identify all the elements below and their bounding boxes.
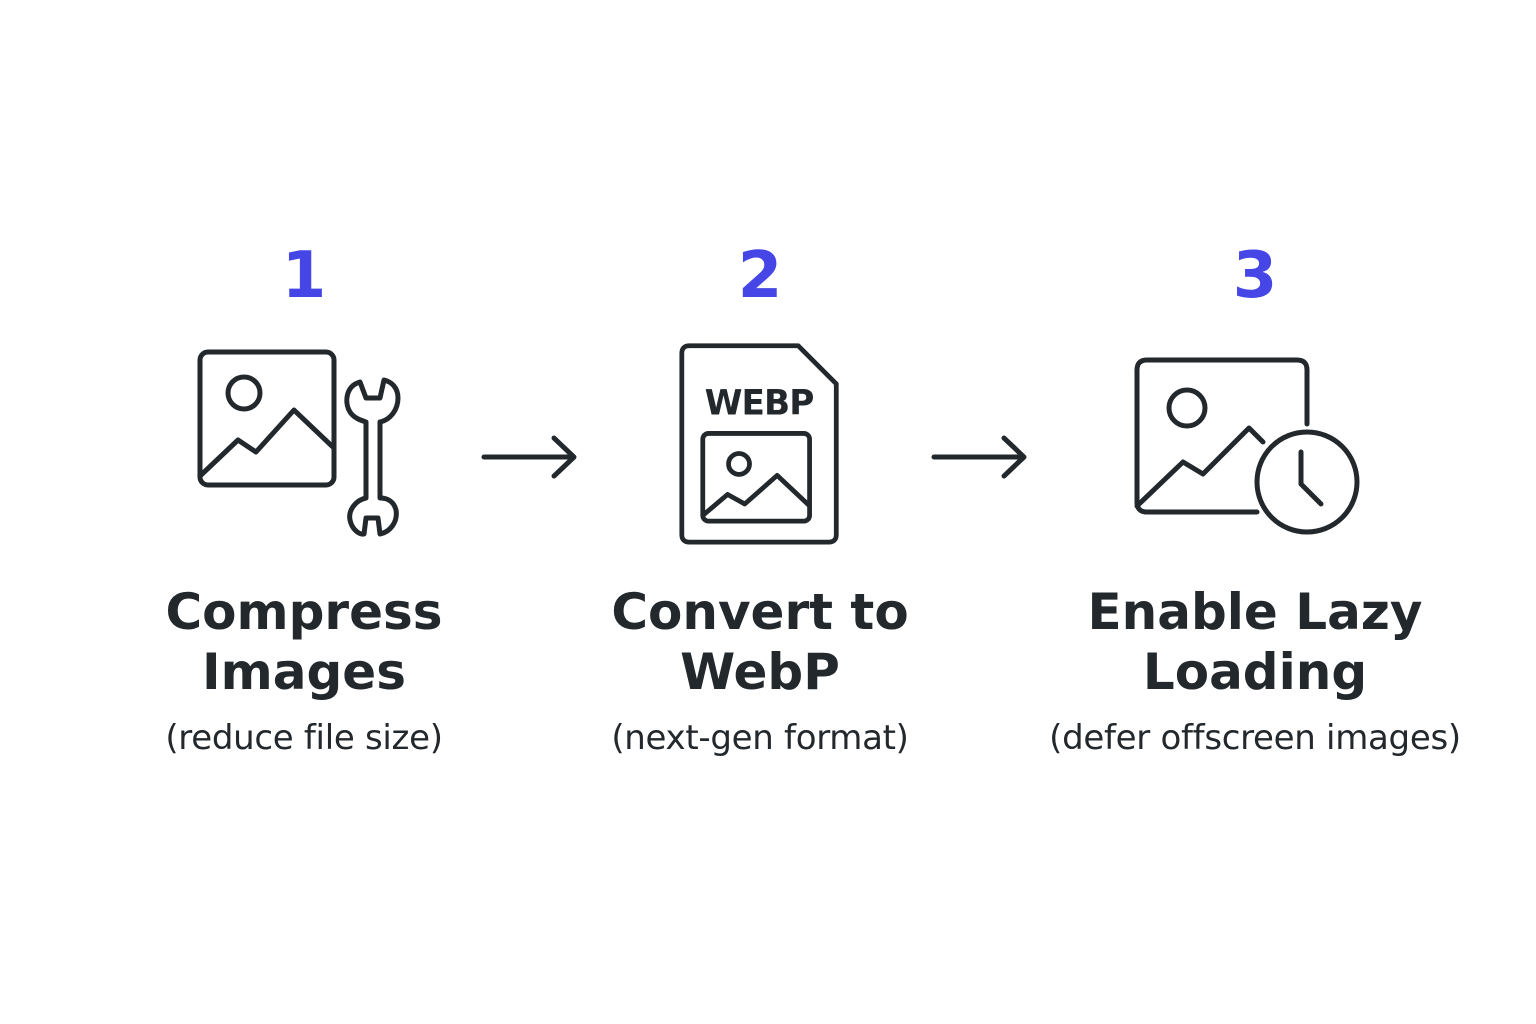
webp-file-label: WEBP bbox=[705, 383, 814, 423]
step-title-line-1: Enable Lazy bbox=[1087, 583, 1423, 641]
step-number: 2 bbox=[737, 239, 783, 313]
step-subtitle: (reduce file size) bbox=[165, 718, 443, 758]
step-title-line-1: Convert to bbox=[611, 583, 909, 641]
wrench-icon bbox=[344, 377, 401, 537]
step-subtitle: (next-gen format) bbox=[611, 718, 909, 758]
step-number: 1 bbox=[281, 239, 327, 313]
step-number: 3 bbox=[1232, 239, 1278, 313]
clock-icon bbox=[1254, 429, 1360, 535]
image-icon bbox=[1134, 357, 1310, 515]
step-title: Convert to WebP bbox=[540, 582, 980, 702]
step-title: Enable Lazy Loading bbox=[1035, 582, 1475, 702]
step-2: 2 WEBP Convert to WebP (next-gen format) bbox=[540, 0, 980, 1024]
arrow-right-icon bbox=[481, 435, 577, 479]
step-subtitle: (defer offscreen images) bbox=[1049, 718, 1461, 758]
step-title-line-1: Compress bbox=[165, 583, 443, 641]
step-title-line-2: WebP bbox=[680, 643, 840, 701]
step-1: 1 Compress Images (reduce file size) bbox=[84, 0, 524, 1024]
step-title-line-2: Images bbox=[202, 643, 406, 701]
lazy-loading-icon bbox=[1134, 357, 1360, 535]
image-icon bbox=[700, 431, 812, 524]
step-title-line-2: Loading bbox=[1142, 643, 1368, 701]
arrow-right-icon bbox=[931, 435, 1027, 479]
step-title: Compress Images bbox=[84, 582, 524, 702]
step-3: 3 Enable Lazy Loading (defer offscreen i… bbox=[1035, 0, 1475, 1024]
image-icon bbox=[197, 349, 337, 488]
webp-file-icon: WEBP bbox=[679, 343, 839, 545]
compress-images-icon bbox=[197, 349, 401, 537]
